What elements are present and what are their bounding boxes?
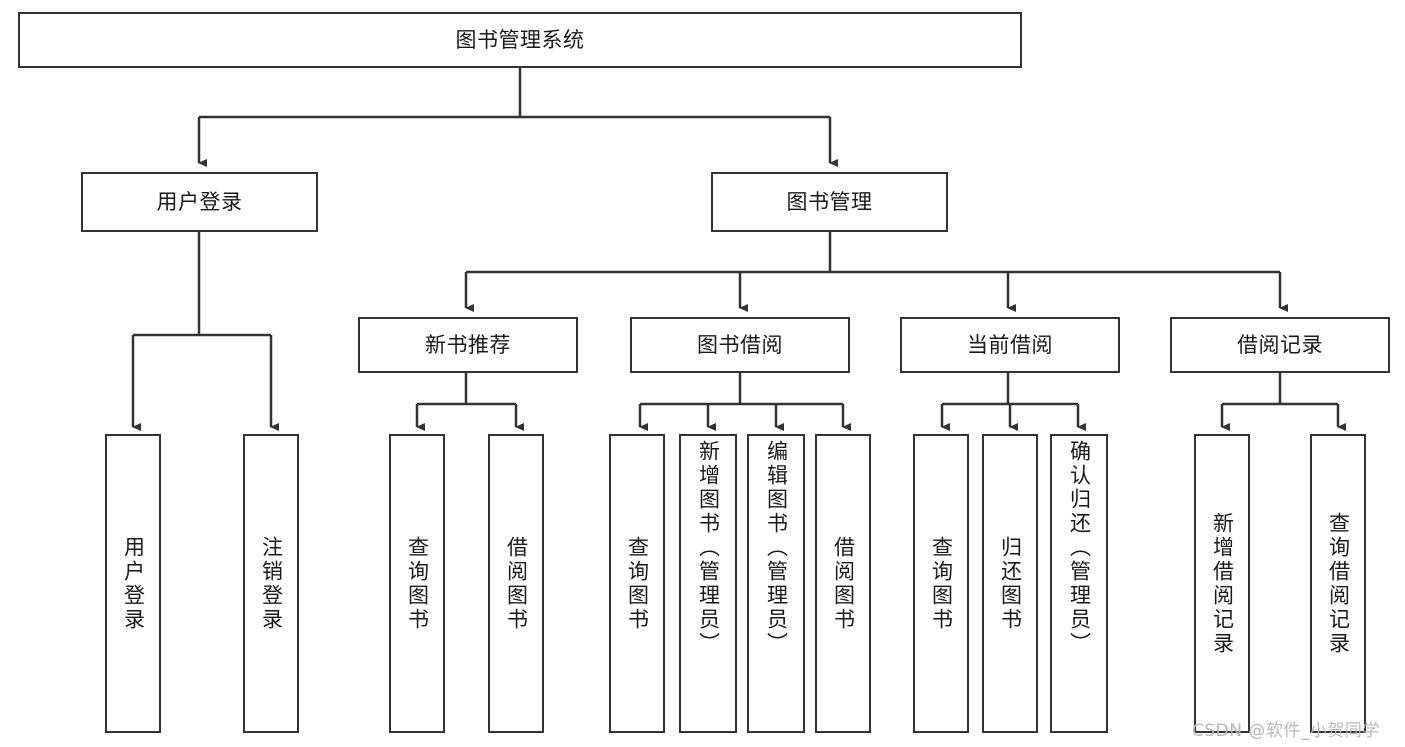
node-leaf-edit-book[interactable]: 编辑图书（管理员） [747, 434, 805, 733]
node-leaf-borrow-book-1[interactable]: 借阅图书 [488, 434, 544, 733]
node-book-manage-label: 图书管理 [786, 189, 873, 214]
node-leaf-return-book-label: 归还图书 [998, 535, 1023, 632]
node-leaf-confirm-return[interactable]: 确认归还（管理员） [1050, 434, 1108, 733]
node-borrow-record-label: 借阅记录 [1237, 332, 1323, 357]
node-leaf-query-book-1[interactable]: 查询图书 [389, 434, 445, 733]
node-leaf-add-record-label: 新增借阅记录 [1210, 511, 1235, 656]
node-leaf-return-book[interactable]: 归还图书 [982, 434, 1038, 733]
node-leaf-add-book[interactable]: 新增图书（管理员） [679, 434, 737, 733]
node-book-manage[interactable]: 图书管理 [711, 172, 948, 232]
node-leaf-query-record[interactable]: 查询借阅记录 [1310, 434, 1366, 733]
node-leaf-logout-label: 注销登录 [259, 535, 284, 632]
node-leaf-query-book-2-label: 查询图书 [625, 535, 650, 632]
node-leaf-borrow-book-1-label: 借阅图书 [504, 535, 529, 632]
connectors-borrowrecord-to-leaves [1220, 373, 1346, 431]
node-user-login-label: 用户登录 [156, 189, 243, 214]
node-leaf-user-login-label: 用户登录 [121, 535, 146, 632]
connectors-root-to-level2 [197, 68, 838, 167]
node-leaf-query-book-2[interactable]: 查询图书 [609, 434, 665, 733]
node-leaf-borrow-book-2[interactable]: 借阅图书 [815, 434, 871, 733]
node-leaf-user-login[interactable]: 用户登录 [105, 434, 161, 733]
node-borrow-record[interactable]: 借阅记录 [1170, 317, 1390, 373]
node-book-borrow-label: 图书借阅 [697, 332, 783, 357]
node-new-book-recommend-label: 新书推荐 [425, 332, 511, 357]
node-book-borrow[interactable]: 图书借阅 [630, 317, 850, 373]
node-leaf-logout[interactable]: 注销登录 [243, 434, 299, 733]
node-current-borrow[interactable]: 当前借阅 [900, 317, 1120, 373]
node-root[interactable]: 图书管理系统 [18, 12, 1022, 68]
node-leaf-confirm-return-label: 确认归还（管理员） [1067, 440, 1092, 656]
connectors-bookmanage-to-level3 [464, 232, 1288, 312]
node-leaf-query-book-3[interactable]: 查询图书 [913, 434, 969, 733]
node-leaf-query-record-label: 查询借阅记录 [1326, 511, 1351, 656]
connectors-userlogin-to-leaves [131, 232, 279, 431]
node-leaf-add-record[interactable]: 新增借阅记录 [1194, 434, 1250, 733]
node-new-book-recommend[interactable]: 新书推荐 [358, 317, 578, 373]
node-root-label: 图书管理系统 [455, 27, 585, 52]
node-leaf-query-book-1-label: 查询图书 [405, 535, 430, 632]
csdn-watermark: CSDN @软件_小贺同学 [1192, 721, 1380, 741]
node-current-borrow-label: 当前借阅 [967, 332, 1053, 357]
connectors-newbook-to-leaves [415, 373, 524, 431]
node-leaf-borrow-book-2-label: 借阅图书 [831, 535, 856, 632]
connectors-bookborrow-to-leaves [638, 373, 851, 431]
node-leaf-add-book-label: 新增图书（管理员） [696, 440, 721, 656]
node-user-login[interactable]: 用户登录 [81, 172, 318, 232]
node-leaf-edit-book-label: 编辑图书（管理员） [764, 440, 789, 656]
connectors-currentborrow-to-leaves [940, 373, 1086, 431]
node-leaf-query-book-3-label: 查询图书 [929, 535, 954, 632]
